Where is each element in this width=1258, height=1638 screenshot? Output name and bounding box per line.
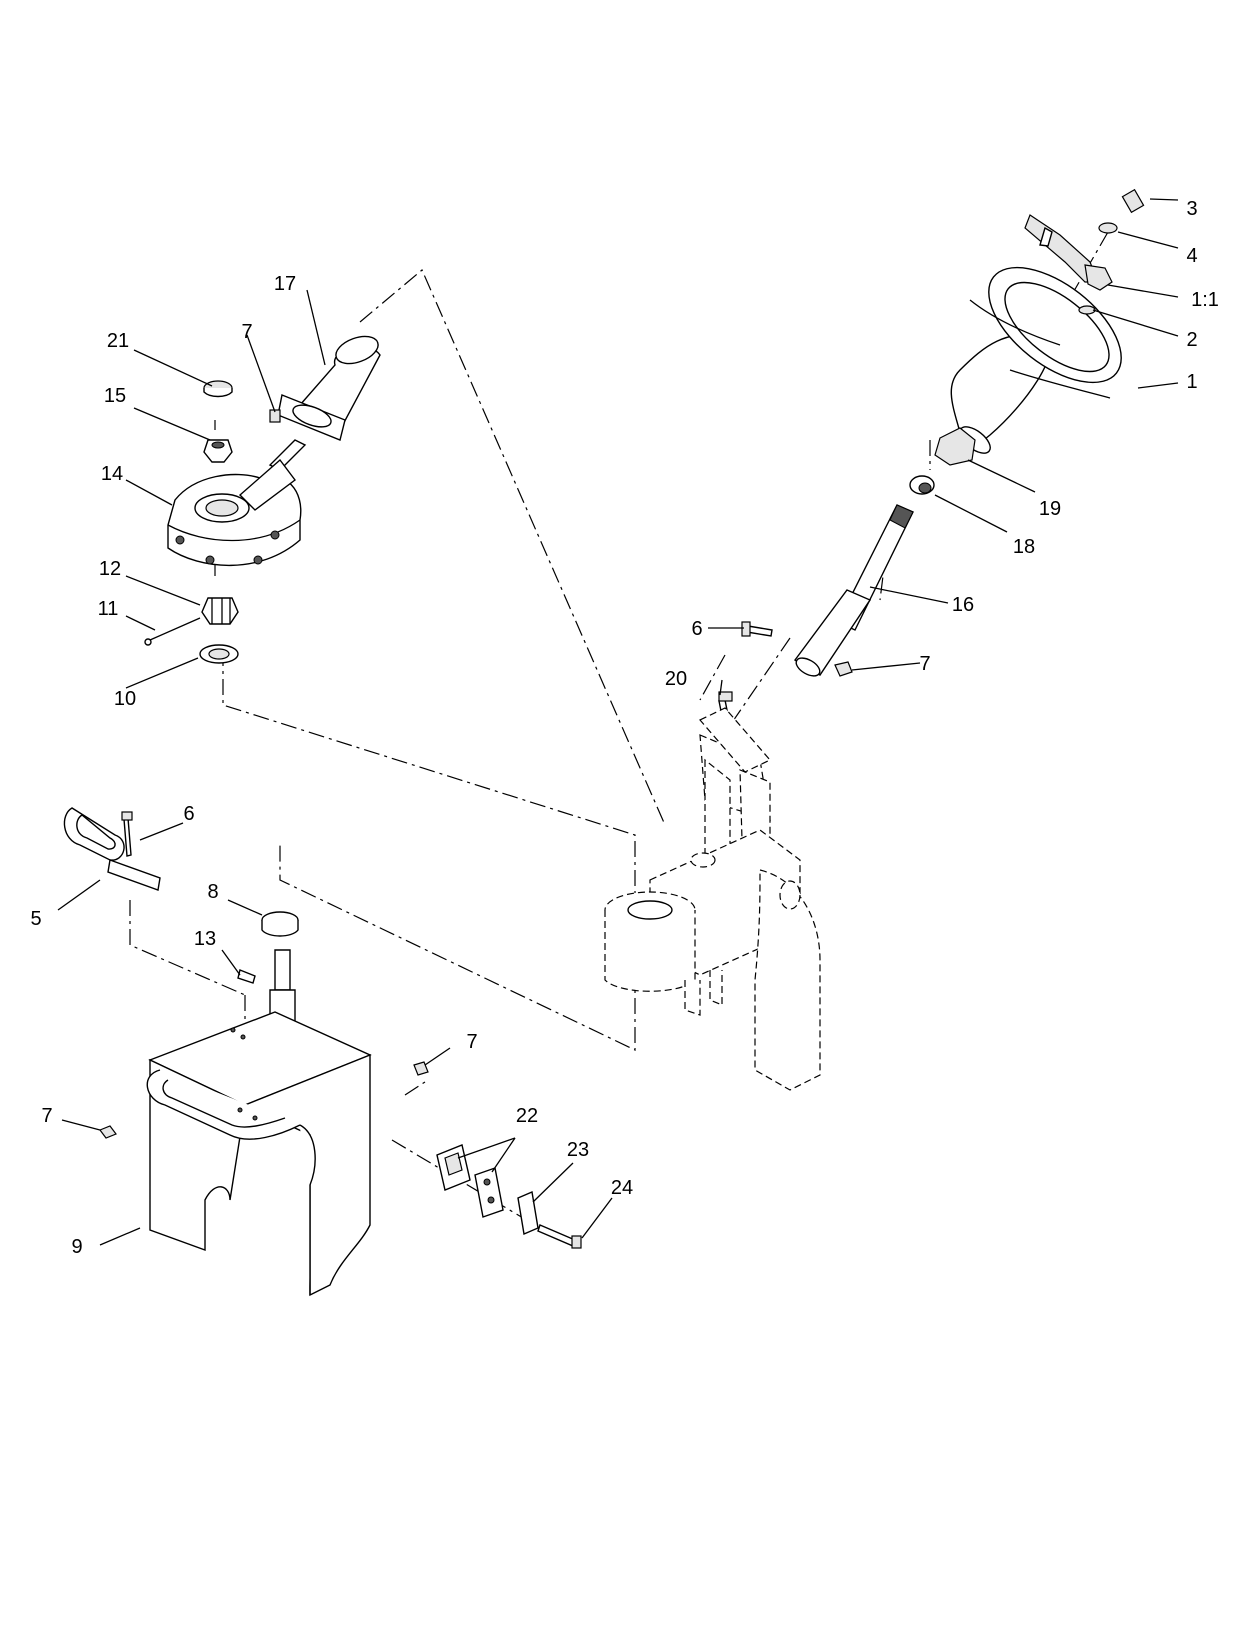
callout-12: 12 — [99, 558, 121, 580]
steering-tower-frame — [604, 707, 821, 1091]
steering-wheel — [950, 266, 1122, 457]
gearbox-hardware-top — [203, 380, 281, 463]
callout-16: 16 — [952, 594, 974, 616]
callout-7-column: 7 — [919, 653, 930, 675]
callout-9: 9 — [71, 1236, 82, 1258]
callout-15: 15 — [104, 385, 126, 407]
callout-20: 20 — [665, 668, 687, 690]
callout-leaders — [57, 198, 1179, 1246]
caster-fork — [146, 1011, 372, 1297]
locking-pin — [63, 807, 161, 891]
callout-7-fork-left: 7 — [41, 1105, 52, 1127]
horn-switch-cover — [1024, 214, 1113, 291]
callout-3: 3 — [1186, 198, 1197, 220]
callout-6-right: 6 — [691, 618, 702, 640]
fork-hardware — [99, 1061, 429, 1139]
callout-5: 5 — [30, 908, 41, 930]
callout-2: 2 — [1186, 329, 1197, 351]
steering-parts-hardware — [909, 188, 1145, 495]
clamp-bracket-parts — [436, 1144, 582, 1249]
steering-column — [793, 504, 914, 677]
callout-6-left: 6 — [183, 803, 194, 825]
callout-17: 17 — [274, 273, 296, 295]
gearbox-hardware-bottom — [144, 597, 239, 664]
flange-tube — [268, 335, 381, 471]
callout-19: 19 — [1039, 498, 1061, 520]
callout-24: 24 — [611, 1177, 633, 1199]
callout-labels: 3 4 1:1 2 1 19 18 16 6 7 20 17 7 21 15 1… — [30, 198, 1218, 1258]
callout-4: 4 — [1186, 245, 1197, 267]
callout-8: 8 — [207, 881, 218, 903]
callout-7-fork-right: 7 — [466, 1031, 477, 1053]
callout-10: 10 — [114, 688, 136, 710]
callout-22: 22 — [516, 1105, 538, 1127]
callout-21: 21 — [107, 330, 129, 352]
steering-gearbox — [167, 458, 302, 567]
callout-13: 13 — [194, 928, 216, 950]
callout-14: 14 — [101, 463, 123, 485]
callout-7-top: 7 — [241, 321, 252, 343]
callout-11: 11 — [98, 598, 119, 620]
callout-23: 23 — [567, 1139, 589, 1161]
callout-18: 18 — [1013, 536, 1035, 558]
callout-1: 1 — [1186, 371, 1197, 393]
callout-1-1: 1:1 — [1191, 289, 1219, 311]
